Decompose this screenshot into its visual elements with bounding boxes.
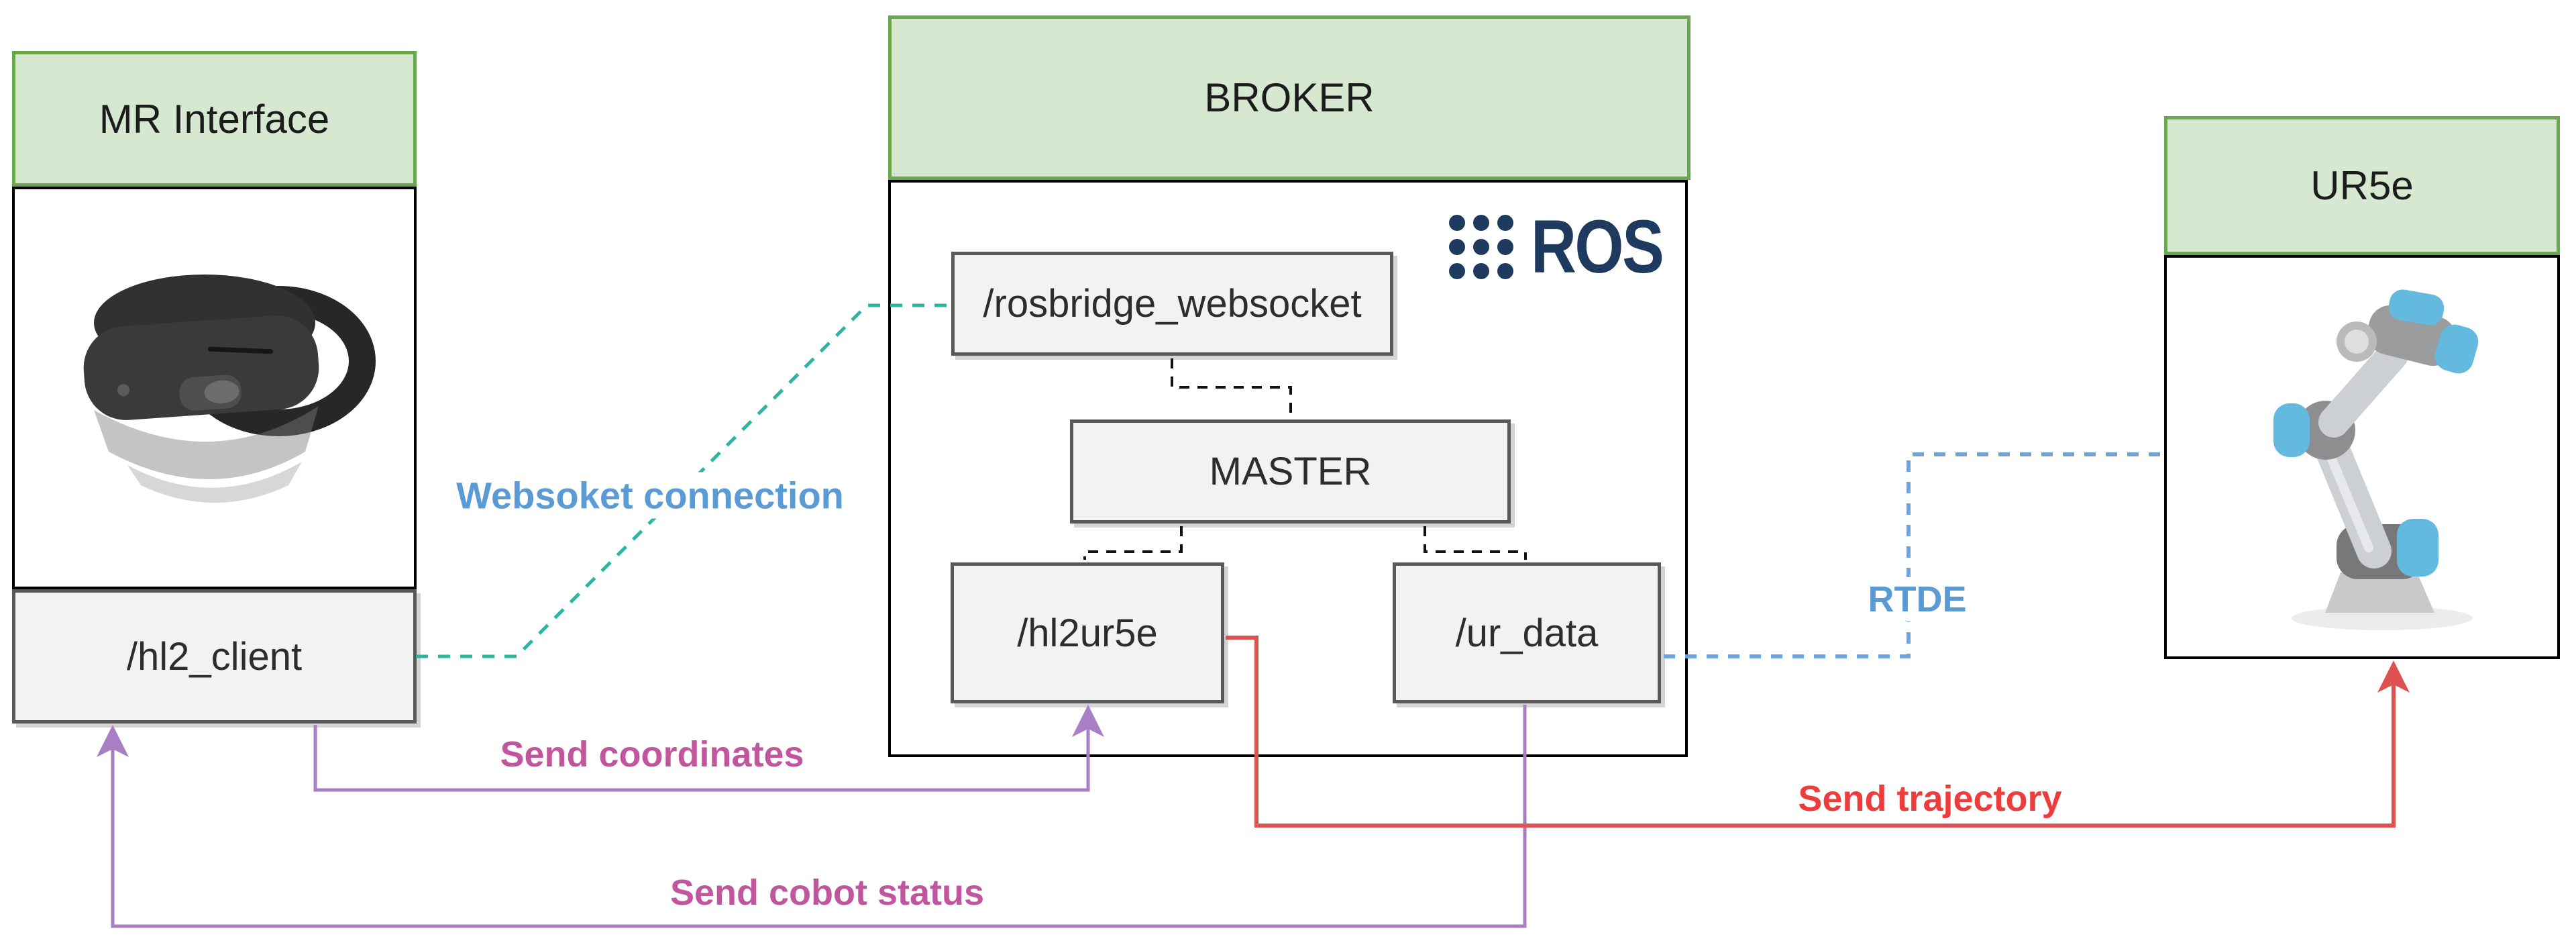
send-cobot-status-label: Send cobot status — [663, 871, 991, 915]
ur5e-robot-image — [2273, 289, 2479, 630]
ur-data-label: /ur_data — [1455, 611, 1599, 655]
rtde-line — [1664, 452, 2161, 658]
hl2ur5e-label: /hl2ur5e — [1017, 611, 1158, 655]
send-coordinates-label: Send coordinates — [493, 732, 811, 777]
hl2-client-node: /hl2_client — [12, 589, 417, 724]
ur5e-body — [2164, 255, 2560, 659]
ros-logo-text: ROS — [1531, 205, 1664, 289]
master-label: MASTER — [1209, 450, 1372, 493]
mr-interface-title: MR Interface — [99, 96, 330, 142]
rosbridge-websocket-node: /rosbridge_websocket — [951, 252, 1393, 356]
ur5e-title: UR5e — [2310, 163, 2414, 208]
master-node: MASTER — [1070, 419, 1511, 524]
ros-logo-dots-icon — [1449, 215, 1513, 279]
mr-interface-body — [12, 187, 417, 589]
send-trajectory-arrowhead — [2377, 660, 2410, 693]
broker-header: BROKER — [888, 15, 1690, 180]
mr-interface-header: MR Interface — [12, 51, 417, 187]
send-trajectory-label: Send trajectory — [1791, 777, 2069, 821]
hololens-image — [83, 275, 376, 503]
ros-logo: ROS — [1449, 209, 1688, 285]
ur5e-header: UR5e — [2164, 116, 2560, 255]
ur-data-node: /ur_data — [1393, 562, 1661, 703]
broker-title: BROKER — [1204, 75, 1375, 120]
websocket-connection-label: Websoket connection — [449, 472, 851, 519]
rosbridge-websocket-label: /rosbridge_websocket — [983, 282, 1362, 326]
send-cobot-status-arrowhead — [97, 725, 129, 757]
rtde-label: RTDE — [1861, 577, 1974, 621]
hl2-client-label: /hl2_client — [126, 634, 303, 679]
hl2ur5e-node: /hl2ur5e — [951, 562, 1224, 703]
